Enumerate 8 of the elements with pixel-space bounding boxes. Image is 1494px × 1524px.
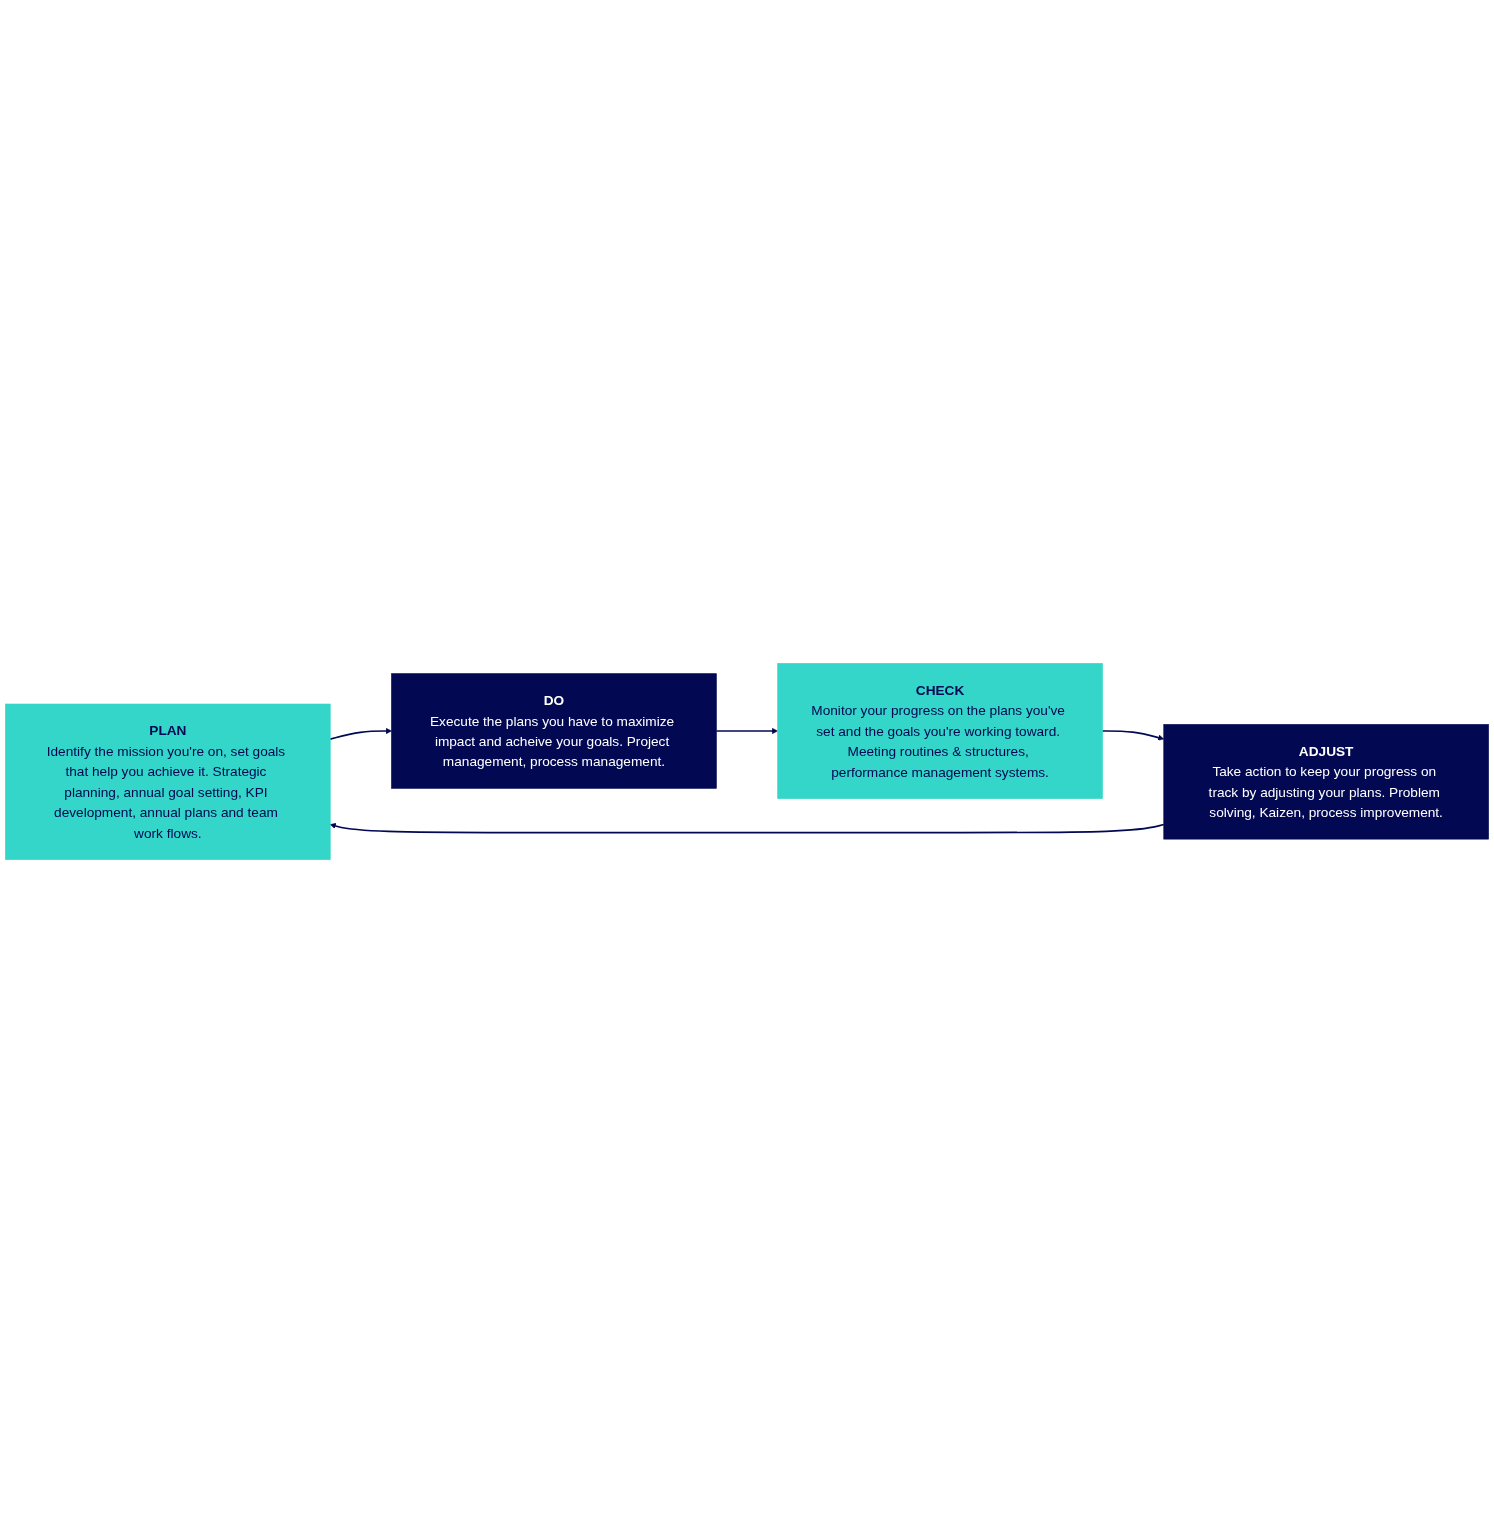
arrow: [1101, 730, 1165, 742]
node-box: ADJUST Take action to keep your progress on track by adjusting your plans. Problem solving, Kaizen, process improvement.: [1163, 724, 1489, 840]
arrow: [715, 728, 778, 735]
node-box: PLAN Identify the mission you're on, set goals that help you achieve it. Strategic planning, annual goal setting, KPI development, annual plans and team work flows.: [5, 704, 331, 861]
arrow: [329, 728, 392, 741]
node-box: DO Execute the plans you have to maximize impact and acheive your goals. Project management, process management.: [391, 673, 717, 790]
node-box: CHECK Monitor your progress on the plans you've set and the goals you're working toward. Meeting routines & structures, performance management systems.: [777, 663, 1103, 800]
arrow: [329, 823, 1165, 834]
